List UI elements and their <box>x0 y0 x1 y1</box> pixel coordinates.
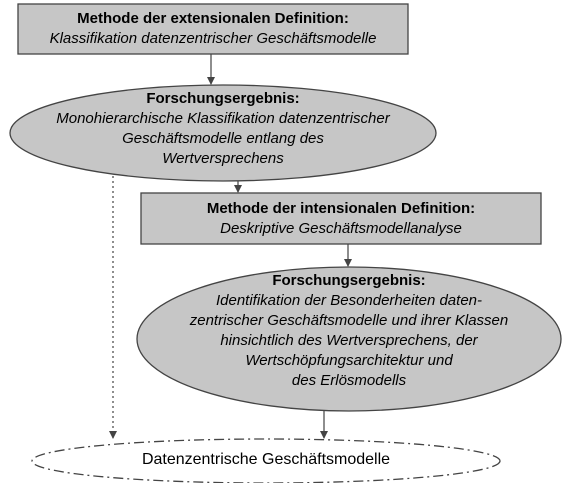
method-intensional-text: Methode der intensionalen Definition: De… <box>141 199 541 239</box>
result-2-title: Forschungsergebnis: <box>272 272 426 289</box>
result-1-title: Forschungsergebnis: <box>146 90 300 107</box>
final-text: Datenzentrische Geschäftsmodelle <box>32 450 500 470</box>
final-ellipse <box>31 438 501 483</box>
result-1-body: Monohierarchische Klassifikation datenze… <box>56 110 390 167</box>
method-extensional-box <box>17 3 409 55</box>
method-intensional-box <box>140 192 542 245</box>
result-1-text: Forschungsergebnis: Monohierarchische Kl… <box>14 89 432 169</box>
result-2-text: Forschungsergebnis: Identifikation der B… <box>140 271 558 391</box>
method-intensional-body: Deskriptive Geschäftsmodellanalyse <box>220 220 462 237</box>
result-2-body: Identifikation der Besonderheiten daten-… <box>189 292 509 389</box>
final-label: Datenzentrische Geschäftsmodelle <box>141 451 391 468</box>
result-2-ellipse <box>136 266 562 412</box>
method-extensional-title: Methode der extensionalen Definition: <box>77 10 349 27</box>
method-extensional-body: Klassifikation datenzentrischer Geschäft… <box>49 30 377 47</box>
result-1-ellipse <box>9 84 437 182</box>
method-intensional-title: Methode der intensionalen Definition: <box>206 200 476 217</box>
method-extensional-text: Methode der extensionalen Definition: Kl… <box>18 9 408 49</box>
